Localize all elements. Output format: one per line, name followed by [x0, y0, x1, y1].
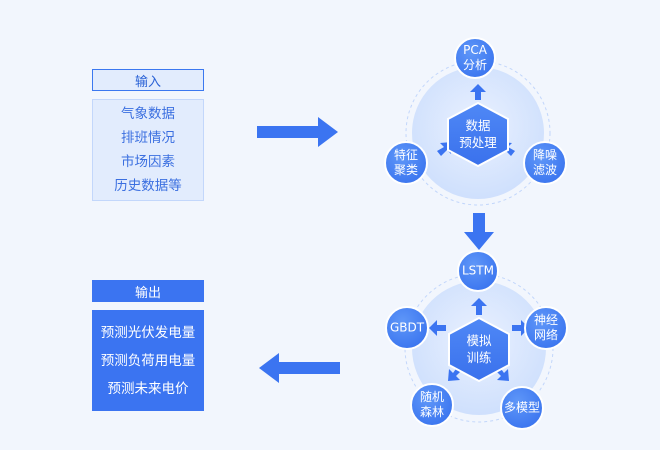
bottom-center-label: 模拟训练: [466, 333, 492, 365]
node-lstm-label: LSTM: [462, 263, 494, 278]
node-neural-network: [524, 306, 568, 350]
node-feature-cluster: [384, 141, 428, 185]
node-gbdt: [385, 306, 429, 350]
arrow-down: [464, 213, 494, 250]
node-lstm: [457, 250, 499, 292]
output-item-load: 预测负荷用电量: [100, 352, 196, 369]
bottom-center-hexagon: [448, 316, 510, 383]
arrow-left: [259, 353, 340, 383]
node-denoise: [523, 141, 567, 185]
arrow-right: [257, 117, 338, 147]
node-random-forest-label: 随机森林: [419, 390, 445, 419]
input-item-weather: 气象数据: [121, 106, 175, 122]
node-neural-network-label: 神经网络: [533, 313, 559, 342]
node-multi-model-label: 多模型: [503, 400, 541, 415]
output-item-pv: 预测光伏发电量: [100, 324, 196, 341]
node-pca: [454, 37, 496, 79]
node-random-forest: [410, 383, 454, 427]
top-center-label: 数据预处理: [459, 118, 497, 150]
output-item-price: 预测未来电价: [107, 380, 189, 397]
top-center-hexagon: [447, 101, 509, 168]
output-title: 输出: [92, 280, 204, 302]
input-item-market: 市场因素: [121, 154, 175, 170]
node-feature-cluster-label: 特征聚类: [393, 148, 419, 177]
node-denoise-label: 降噪滤波: [532, 148, 558, 177]
input-item-history: 历史数据等: [114, 178, 182, 194]
input-title: 输入: [92, 69, 204, 91]
node-gbdt-label: GBDT: [389, 320, 425, 335]
node-multi-model: [500, 386, 544, 430]
input-list: 气象数据 排班情况 市场因素 历史数据等: [92, 99, 204, 201]
input-item-schedule: 排班情况: [121, 130, 175, 146]
output-list: 预测光伏发电量 预测负荷用电量 预测未来电价: [92, 310, 204, 411]
